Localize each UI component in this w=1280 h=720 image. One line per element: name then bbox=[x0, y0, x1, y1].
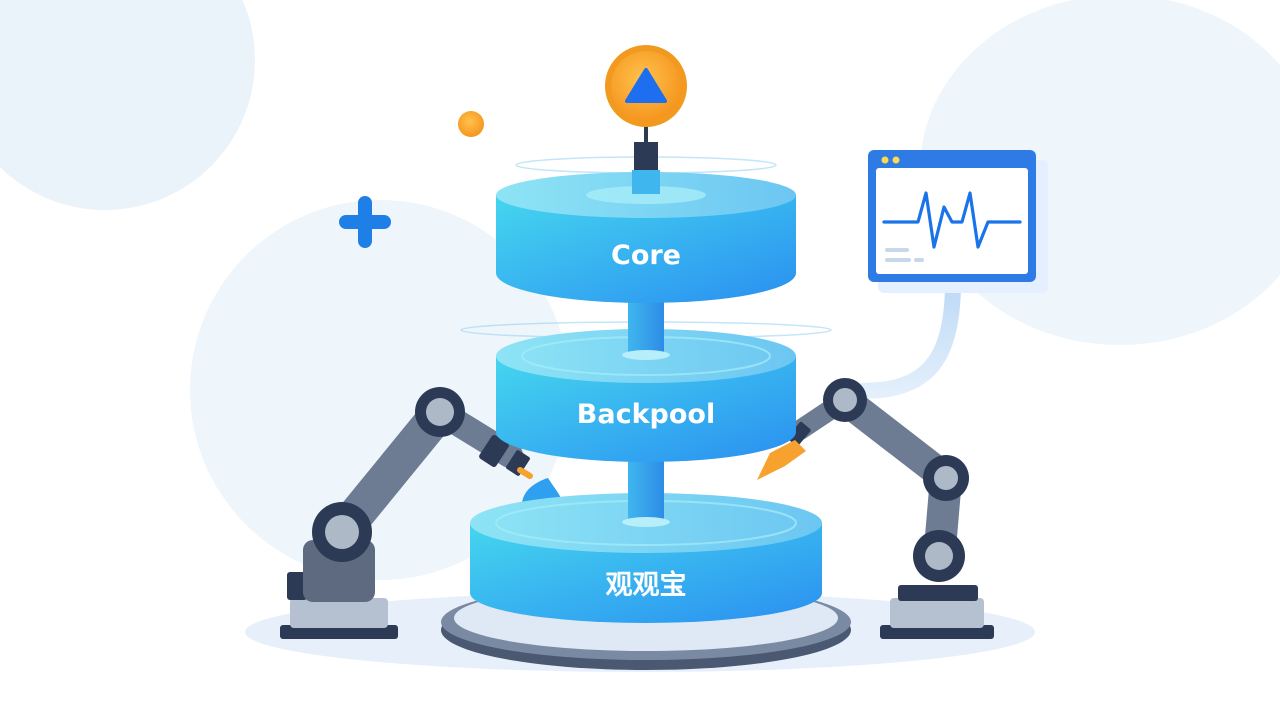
top-connector bbox=[634, 142, 658, 170]
tier-middle: Backpool bbox=[460, 321, 832, 462]
right-arm-base bbox=[880, 625, 994, 639]
tier-top-label: Core bbox=[611, 240, 681, 271]
bg-blob-top-left bbox=[0, 0, 255, 210]
tier-top-body bbox=[496, 195, 796, 303]
bg-blob-left bbox=[190, 200, 570, 580]
tier-middle-body bbox=[496, 356, 796, 462]
tier-top: Core bbox=[496, 156, 796, 303]
right-robot-arm bbox=[787, 378, 994, 639]
pen-nib-icon bbox=[757, 440, 806, 480]
monitor-cable bbox=[837, 274, 961, 400]
tier-bottom-label: 观观宝 bbox=[606, 569, 687, 601]
left-robot-arm bbox=[280, 387, 533, 639]
decor-orange-dot bbox=[458, 111, 484, 137]
plus-icon bbox=[339, 196, 391, 248]
left-arm-base bbox=[280, 625, 398, 639]
tier-middle-label: Backpool bbox=[577, 399, 715, 430]
stem-lower bbox=[628, 457, 664, 523]
warning-triangle-icon bbox=[605, 45, 687, 127]
heartbeat-monitor-icon bbox=[868, 150, 1048, 293]
